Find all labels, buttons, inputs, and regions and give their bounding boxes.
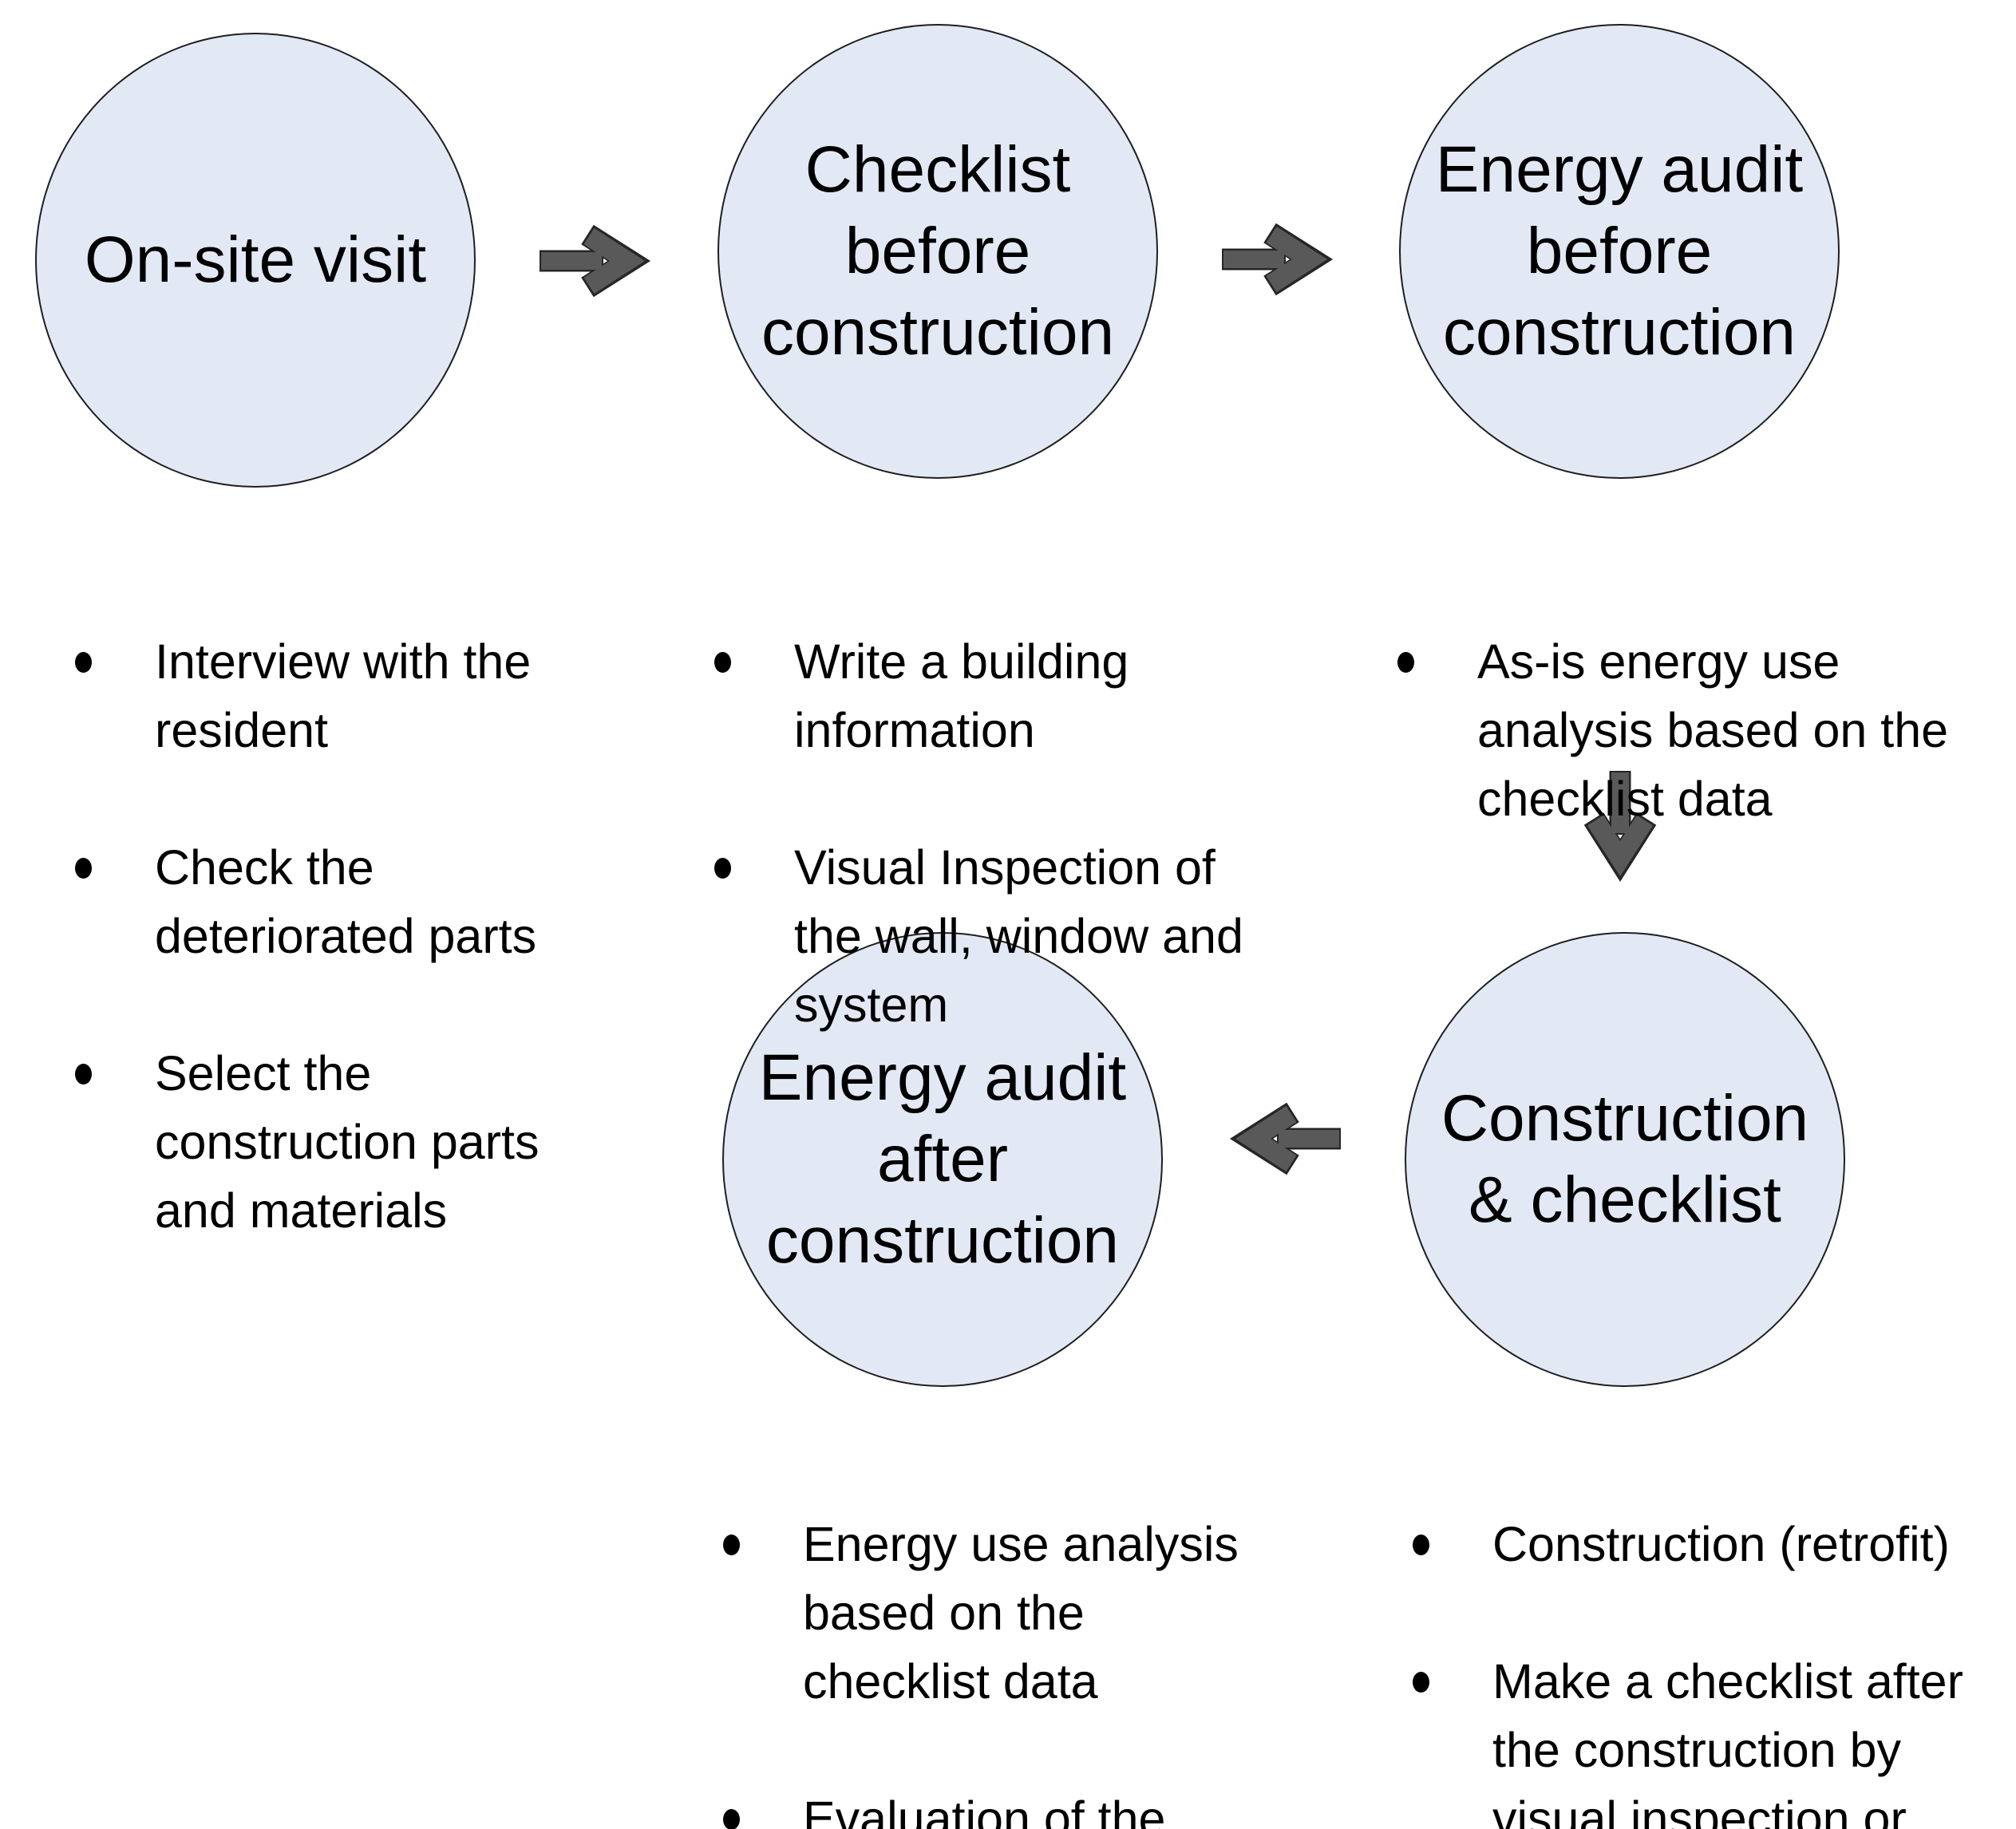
bullet-list-construction-and-checklist: Construction (retrofit) Make a checklist…: [1406, 1441, 1981, 1829]
flow-node-on-site-visit: On-site visit: [35, 33, 476, 488]
list-item: Make a checklist after the construction …: [1406, 1647, 1981, 1829]
list-item: Evaluation of the energy saving effect b…: [717, 1784, 1275, 1829]
flow-node-construction-and-checklist: Construction & checklist: [1405, 932, 1845, 1387]
bullet-list-checklist-before-construction: Write a building information Visual Insp…: [708, 559, 1267, 1108]
flow-node-checklist-before-construction: Checklist before construction: [717, 24, 1158, 479]
list-item: Select the construction parts and materi…: [69, 1039, 595, 1245]
flow-node-label: On-site visit: [84, 223, 427, 297]
flow-node-label: Construction & checklist: [1441, 1082, 1809, 1236]
arrow-right-icon: [540, 224, 651, 298]
list-item: Interview with the resident: [69, 627, 595, 764]
list-item: Check the deteriorated parts: [69, 833, 595, 970]
list-item: Energy use analysis based on the checkli…: [717, 1510, 1275, 1716]
flow-node-label: Checklist before construction: [761, 133, 1115, 369]
arrow-right-icon: [1222, 223, 1334, 296]
list-item: Visual Inspection of the wall, window an…: [708, 833, 1267, 1039]
bullet-list-on-site-visit: Interview with the resident Check the de…: [69, 559, 595, 1313]
flow-node-label: Energy audit after construction: [758, 1041, 1127, 1277]
bullet-list-energy-audit-after-construction: Energy use analysis based on the checkli…: [717, 1441, 1275, 1829]
list-item: As-is energy use analysis based on the c…: [1391, 627, 1966, 833]
flow-node-energy-audit-after-construction: Energy audit after construction: [722, 932, 1163, 1387]
flow-node-energy-audit-before-construction: Energy audit before construction: [1399, 24, 1840, 479]
arrow-left-icon: [1229, 1102, 1341, 1175]
bullet-list-energy-audit-before-construction: As-is energy use analysis based on the c…: [1391, 559, 1966, 902]
flow-node-label: Energy audit before construction: [1435, 133, 1804, 369]
arrow-down-icon: [1583, 771, 1657, 883]
list-item: Write a building information: [708, 627, 1267, 764]
list-item: Construction (retrofit): [1406, 1510, 1981, 1578]
